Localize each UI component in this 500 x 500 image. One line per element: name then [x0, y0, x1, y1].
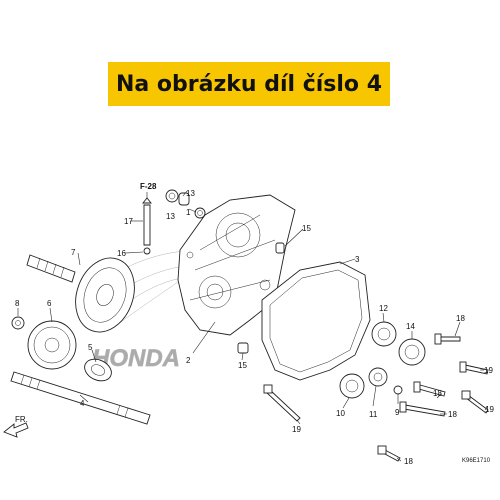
callout-18d: 18	[404, 457, 413, 466]
callout-11: 11	[369, 410, 378, 419]
title-text: Na obrázku díl číslo 4	[115, 71, 383, 97]
callout-17: 17	[124, 217, 133, 226]
callout-15a: 15	[302, 224, 311, 233]
callout-18b: 18	[433, 389, 442, 398]
callout-3: 3	[355, 255, 360, 264]
callout-19c: 19	[485, 405, 494, 414]
dowel-15b	[237, 342, 249, 354]
seal-13a	[165, 189, 179, 203]
bearing-10	[339, 373, 365, 399]
bolt-18d	[377, 445, 401, 462]
callout-7: 7	[71, 248, 76, 257]
callout-13a: 13	[186, 189, 195, 198]
tube-part-17	[143, 204, 151, 246]
callout-numbers: 13 1 13 17 16 15 3 7 6 8 5 2 15 12 14 18…	[15, 189, 494, 466]
callout-9: 9	[395, 408, 400, 417]
callout-18a: 18	[456, 314, 465, 323]
shaft-part-4	[10, 371, 151, 425]
bolt-18b	[413, 381, 446, 397]
drawing-code: K96E1710	[462, 458, 491, 464]
callout-18c: 18	[448, 410, 457, 419]
callout-19b: 19	[292, 425, 301, 434]
front-direction-arrow: FR.	[3, 415, 29, 438]
clip-part-16	[143, 247, 151, 255]
shaft-part-7	[26, 254, 135, 333]
gear-part-6	[27, 320, 77, 370]
callout-4: 4	[80, 399, 85, 408]
callout-14: 14	[406, 322, 415, 331]
callout-8: 8	[15, 299, 20, 308]
callout-10: 10	[336, 409, 345, 418]
callout-1: 1	[186, 208, 191, 217]
bearing-12	[371, 321, 397, 347]
bearing-11	[368, 367, 388, 387]
bolt-19b	[263, 384, 301, 422]
callout-16: 16	[117, 249, 126, 258]
seal-13b	[194, 207, 206, 219]
direction-label: FR.	[15, 415, 28, 424]
gear-part-5	[84, 358, 112, 382]
callout-2: 2	[186, 356, 191, 365]
callout-5: 5	[88, 343, 93, 352]
callout-15b: 15	[238, 361, 247, 370]
dowel-1	[178, 192, 190, 206]
ref-f28: F-28	[140, 182, 157, 191]
callout-12: 12	[379, 304, 388, 313]
washer-8	[11, 316, 25, 330]
bearing-14	[398, 338, 426, 366]
callout-13b: 13	[166, 212, 175, 221]
bolt-18c	[399, 401, 446, 417]
leader-lines	[17, 190, 489, 462]
bolt-19c	[461, 390, 489, 414]
bolt-18a	[434, 333, 461, 345]
gasket-part-3	[261, 261, 371, 381]
washer-9	[393, 385, 403, 395]
callout-6: 6	[47, 299, 52, 308]
dowel-15a	[275, 242, 285, 254]
callout-19a: 19	[484, 366, 493, 375]
bolt-19a	[459, 361, 489, 375]
title-banner: Na obrázku díl číslo 4	[108, 62, 390, 106]
